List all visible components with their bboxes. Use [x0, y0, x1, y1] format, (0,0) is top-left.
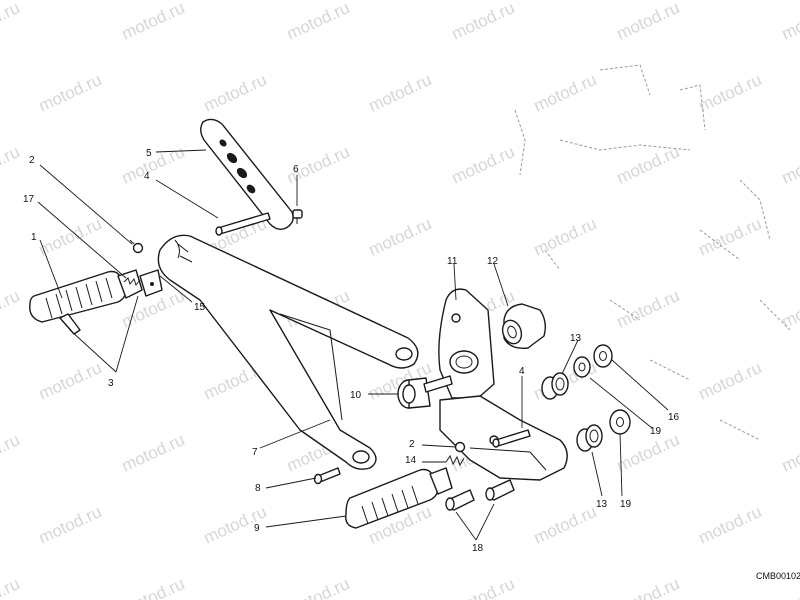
- watermark-text: motod.ru: [284, 574, 353, 600]
- watermark-text: motod.ru: [531, 502, 600, 548]
- watermark-text: motod.ru: [449, 142, 518, 188]
- bush-13-lower: [576, 424, 603, 452]
- watermark-text: motod.ru: [531, 70, 600, 116]
- callout-1: 1: [31, 232, 37, 243]
- footpeg-spring-left: [123, 277, 141, 287]
- footpeg-spring-right: [445, 454, 465, 467]
- frame-ghost-outline: [514, 64, 791, 441]
- callout-labels: 5 4 6 2 17 1 3 15 7 8 9 10 11 12 4 2 14 …: [23, 148, 680, 554]
- callout-12: 12: [487, 256, 499, 267]
- footpeg-bracket-left: [139, 269, 163, 297]
- watermark-text: motod.ru: [0, 0, 22, 44]
- callout-3: 3: [108, 378, 114, 389]
- callout-6: 6: [293, 164, 299, 175]
- watermark-text: motod.ru: [779, 430, 800, 476]
- arm-screw: [313, 467, 341, 485]
- watermark-text: motod.ru: [0, 574, 22, 600]
- watermark-text: motod.ru: [0, 142, 22, 188]
- watermark-text: motod.ru: [119, 574, 188, 600]
- watermark-text: motod.ru: [531, 214, 600, 260]
- callout-4-lower: 4: [519, 366, 525, 377]
- watermark-text: motod.ru: [779, 142, 800, 188]
- watermark-text: motod.ru: [614, 142, 683, 188]
- callout-13-lower: 13: [596, 499, 608, 510]
- footpeg-pivot-pins: [445, 479, 515, 511]
- drawing-code: CMB00102: [756, 571, 800, 581]
- rubber-bush-large: [501, 303, 547, 349]
- watermark-text: motod.ru: [696, 70, 765, 116]
- detent-ball-left: [129, 239, 144, 254]
- callout-14: 14: [405, 455, 417, 466]
- watermark-text: motod.ru: [614, 0, 683, 44]
- callout-17: 17: [23, 194, 35, 205]
- lower-pivot-bolt: [492, 429, 531, 448]
- callout-7: 7: [252, 447, 258, 458]
- watermark-text: motod.ru: [779, 0, 800, 44]
- callout-10: 10: [350, 390, 362, 401]
- callout-2-right: 2: [409, 439, 415, 450]
- watermark-text: motod.ru: [284, 0, 353, 44]
- callout-15: 15: [194, 302, 206, 313]
- watermark-text: motod.ru: [36, 358, 105, 404]
- rider-footpeg-left: [29, 269, 143, 335]
- callout-4-upper: 4: [144, 171, 150, 182]
- washer-19-lower: [609, 409, 631, 435]
- washer-16: [573, 344, 613, 378]
- callout-2-left: 2: [29, 155, 35, 166]
- upper-pivot-bolt: [215, 212, 271, 236]
- watermark-text: motod.ru: [366, 70, 435, 116]
- bush-with-bolt: [397, 375, 453, 409]
- callout-5: 5: [146, 148, 152, 159]
- watermark-text: motod.ru: [119, 142, 188, 188]
- watermark-text: motod.ru: [696, 358, 765, 404]
- watermark-text: motod.ru: [779, 286, 800, 332]
- bush-13-upper: [541, 372, 569, 400]
- watermark-text: motod.ru: [119, 430, 188, 476]
- callout-19-lower: 19: [620, 499, 632, 510]
- watermark-text: motod.ru: [614, 574, 683, 600]
- watermark-text: motod.ru: [119, 0, 188, 44]
- leader-lines: [37, 149, 669, 541]
- callout-11: 11: [447, 256, 458, 267]
- watermark-text: motod.ru: [0, 286, 22, 332]
- callout-18: 18: [472, 543, 484, 554]
- callout-9: 9: [254, 523, 260, 534]
- callout-16: 16: [668, 412, 680, 423]
- footpeg-hanger-arm: [157, 234, 419, 470]
- plate-screw: [292, 209, 303, 224]
- watermark-text: motod.ru: [696, 502, 765, 548]
- watermark-text: motod.ru: [36, 70, 105, 116]
- watermark-text: motod.ru: [0, 430, 22, 476]
- watermark-text: motod.ru: [36, 502, 105, 548]
- watermark-text: motod.ru: [449, 574, 518, 600]
- watermark-text: motod.ru: [201, 70, 270, 116]
- callout-19-upper: 19: [650, 426, 662, 437]
- detent-ball-right: [454, 441, 466, 453]
- callout-13-upper: 13: [570, 333, 582, 344]
- callout-8: 8: [255, 483, 261, 494]
- watermark-text: motod.ru: [36, 214, 105, 260]
- watermark-text: motod.ru: [366, 214, 435, 260]
- watermark-text: motod.ru: [614, 430, 683, 476]
- rider-footpeg-right: [345, 467, 453, 529]
- watermark-text: motod.ru: [449, 0, 518, 44]
- heel-guard-plate: [200, 118, 294, 231]
